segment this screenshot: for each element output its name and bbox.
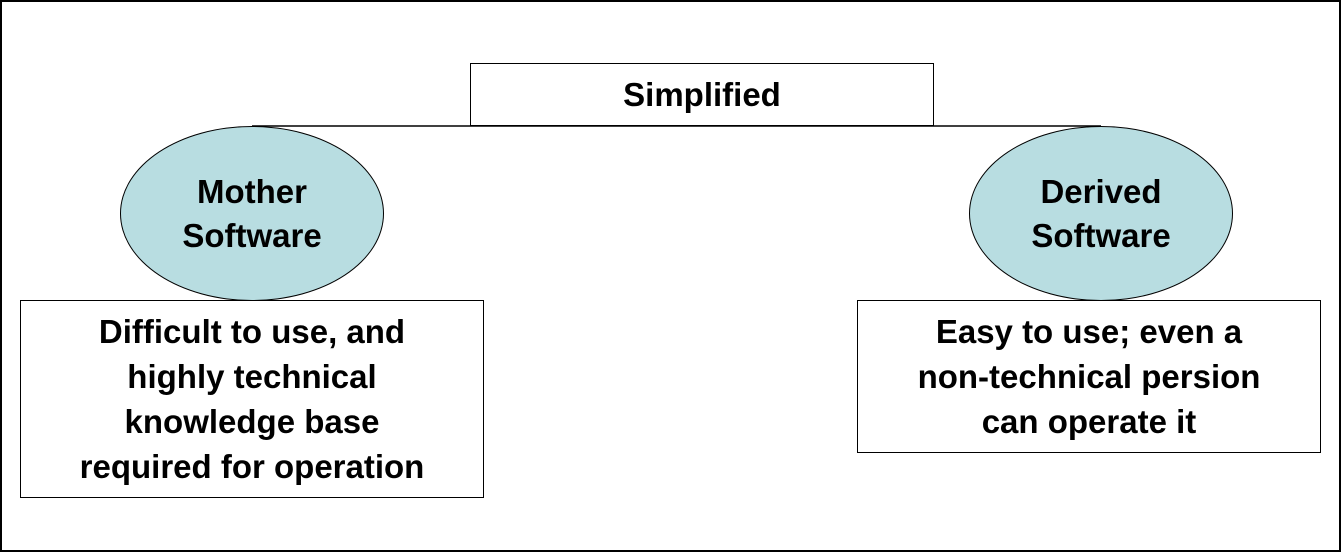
mother-software-label: Mother Software: [182, 172, 322, 254]
simplified-label: Simplified: [623, 76, 781, 113]
derived-software-description-box: Easy to use; even a non-technical persio…: [857, 300, 1321, 453]
simplified-label-box: Simplified: [470, 63, 934, 126]
derived-software-label: Derived Software: [1031, 172, 1171, 254]
derived-software-node: Derived Software: [969, 126, 1233, 301]
derived-software-description: Easy to use; even a non-technical persio…: [917, 313, 1261, 440]
mother-software-node: Mother Software: [120, 126, 384, 301]
mother-software-description-box: Difficult to use, and highly technical k…: [20, 300, 484, 498]
mother-software-description: Difficult to use, and highly technical k…: [79, 313, 425, 485]
